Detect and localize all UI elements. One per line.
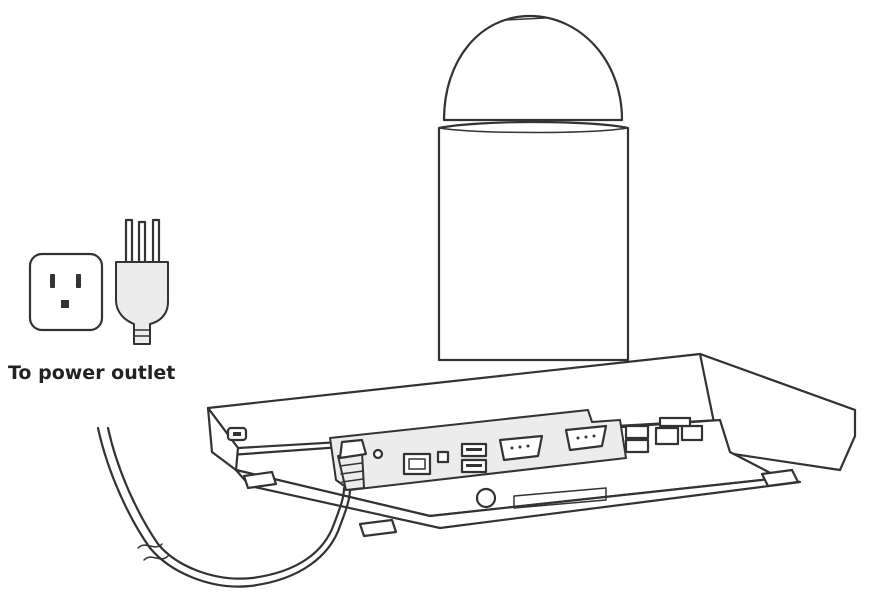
- camera-dome-icon: [437, 14, 630, 362]
- power-plug-icon: [115, 218, 169, 345]
- power-outlet-label: To power outlet: [8, 362, 176, 384]
- outlet-icon: [28, 252, 104, 332]
- device-base-icon: [206, 352, 857, 538]
- power-cable-icon: [96, 426, 384, 588]
